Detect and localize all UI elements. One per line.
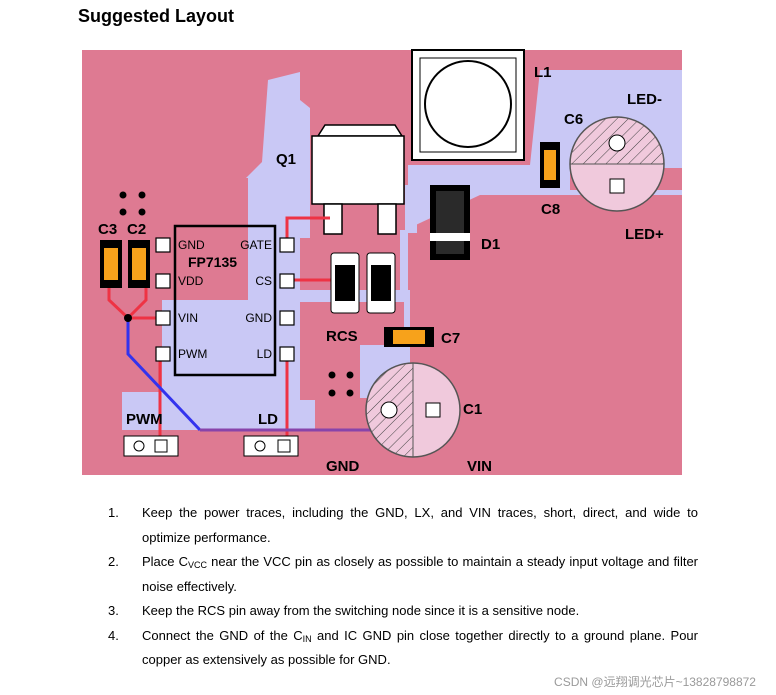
label-l1: L1 [534,64,552,81]
note-text-pre: Connect the GND of the C [142,627,303,643]
watermark: CSDN @远翔调光芯片~13828798872 [554,675,756,689]
label-c7: C7 [441,330,460,347]
note-item: 4. Connect the GND of the CIN and IC GND… [108,624,698,673]
note-item: 2. Place CVCC near the VCC pin as closel… [108,550,698,599]
vias [119,191,354,397]
label-c1: C1 [463,401,482,418]
label-led-plus: LED+ [625,226,664,243]
label-pwm: PWM [126,411,163,428]
rcs-resistors [330,252,396,314]
label-rcs: RCS [326,328,358,345]
label-led-minus: LED- [627,91,662,108]
c6-capacitor [569,116,665,212]
d1-diode [430,185,470,260]
l1-inductor [411,49,525,161]
label-c6: C6 [564,111,583,128]
label-q1: Q1 [276,151,296,168]
label-c8: C8 [541,201,560,218]
note-item: 1. Keep the power traces, including the … [108,501,698,550]
pcb-layout-diagram: L1 C6 C8 LED- LED+ Q1 D1 C3 C2 FP7135 RC… [82,49,682,475]
label-gnd: GND [326,458,360,475]
layout-notes-list: 1. Keep the power traces, including the … [108,501,698,673]
c3-c2-capacitors [100,240,150,288]
note-text-post: and IC GND pin close together directly t… [142,627,698,668]
label-ld: LD [258,411,278,428]
fp7135-chip [155,224,295,377]
note-text: Keep the RCS pin away from the switching… [142,603,580,618]
label-vin: VIN [467,458,492,475]
note-text-post: near the VCC pin as closely as possible … [142,554,698,594]
c1-capacitor [365,362,461,458]
note-text-pre: Place C [142,554,188,569]
c8-capacitor [540,142,560,188]
note-text: Keep the power traces, including the GND… [142,505,698,545]
label-c2: C2 [127,221,146,238]
pin-label-gate: GATE [240,238,272,252]
page-heading: Suggested Layout [78,6,235,26]
pin-label-vdd: VDD [178,274,204,288]
c7-capacitor [384,327,434,347]
note-number: 3. [108,603,119,618]
pwm-connector [123,435,179,457]
pin-label-cs: CS [255,274,272,288]
note-number: 1. [108,505,119,520]
q1-mosfet [311,124,405,235]
label-chip: FP7135 [188,254,237,270]
pin-label-ld: LD [257,347,273,361]
pin-label-gnd-right: GND [245,311,272,325]
pin-label-gnd: GND [178,238,205,252]
pin-label-vin: VIN [178,311,198,325]
note-item: 3. Keep the RCS pin away from the switch… [108,599,698,624]
label-d1: D1 [481,236,500,253]
note-subscript: IN [302,633,312,644]
ld-connector [243,435,299,457]
note-number: 2. [108,554,119,569]
note-subscript: VCC [188,560,208,570]
label-c3: C3 [98,221,117,238]
pin-label-pwm: PWM [178,347,207,361]
note-number: 4. [108,627,119,643]
